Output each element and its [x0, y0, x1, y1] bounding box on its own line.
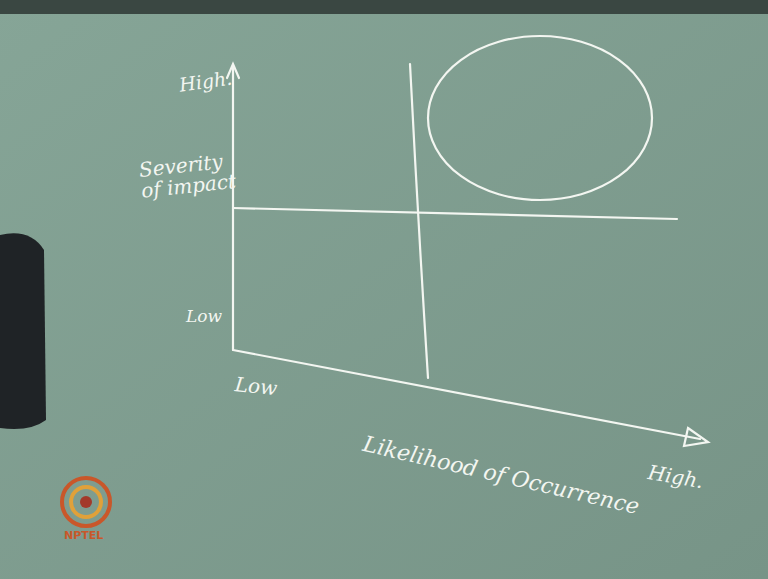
risk-zone-ellipse	[428, 36, 652, 200]
axis-title: Likelihood of Occurrence	[361, 432, 642, 518]
logo-wordmark: NPTEL	[64, 530, 103, 542]
axis-arrowhead	[684, 428, 708, 446]
nptel-logo	[62, 478, 110, 526]
quadrant-divider	[233, 208, 677, 219]
quadrant-divider	[410, 64, 428, 378]
axis-end-label: Low	[234, 374, 278, 399]
presenter-silhouette	[0, 233, 46, 429]
axis-end-label: High.	[646, 462, 705, 492]
horizontal-axis	[233, 350, 700, 439]
axis-end-label: High.	[178, 69, 233, 96]
axis-end-label: Low	[186, 308, 222, 326]
axis-title: Severity of impact	[138, 150, 238, 202]
board-frame	[0, 0, 768, 14]
